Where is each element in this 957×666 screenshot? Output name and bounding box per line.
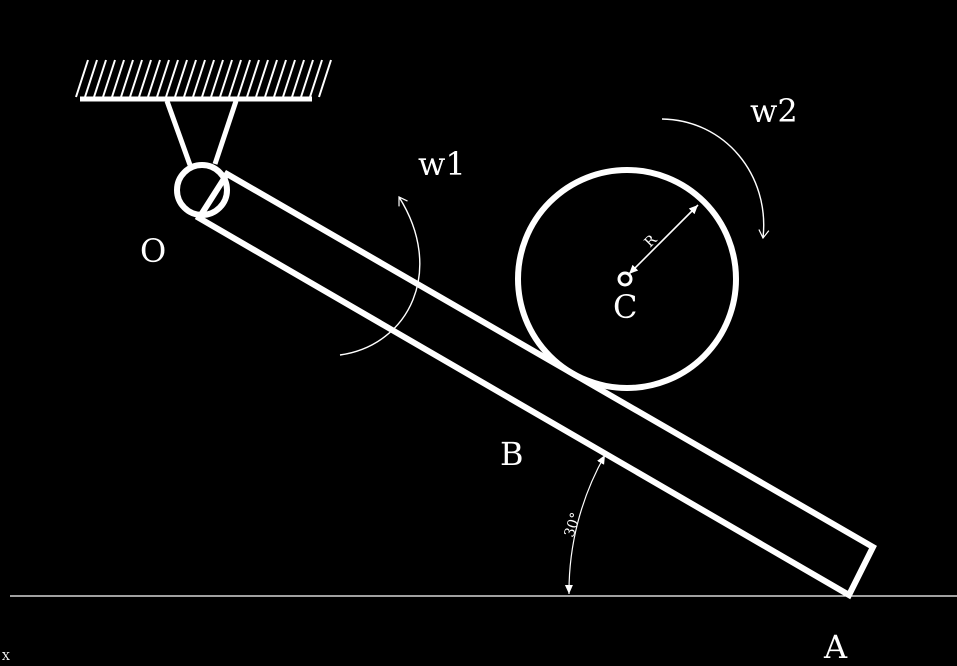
- hatch-line: [264, 59, 278, 98]
- hatch-line: [255, 59, 269, 98]
- label-omega1: w1: [418, 145, 466, 183]
- pin-bracket: [164, 100, 239, 166]
- omega2-arrow: [661, 118, 770, 240]
- hatch-line: [102, 59, 116, 98]
- rolling-disc: [515, 167, 739, 391]
- hatch-line: [129, 59, 143, 98]
- label-omega2: w2: [750, 92, 798, 130]
- disc-center-pin: [617, 271, 633, 287]
- hatch-line: [84, 59, 98, 98]
- label-center: C: [613, 288, 637, 326]
- hatch-line: [318, 59, 332, 98]
- hatch-line: [309, 59, 323, 98]
- angle-arc: [564, 454, 606, 595]
- hatch-line: [111, 59, 125, 98]
- hatch-line: [219, 59, 233, 98]
- hatch-line: [273, 59, 287, 98]
- hatch-line: [210, 59, 224, 98]
- hatch-line: [174, 59, 188, 98]
- hatch-line: [156, 59, 170, 98]
- hatch-line: [246, 59, 260, 98]
- radius-line: [628, 204, 699, 275]
- hatch-line: [201, 59, 215, 98]
- hatch-line: [120, 59, 134, 98]
- label-pivot: O: [140, 232, 166, 270]
- hatch-line: [165, 59, 179, 98]
- hatch-line: [228, 59, 242, 98]
- hatch-line: [93, 59, 107, 98]
- hatch-line: [147, 59, 161, 98]
- label-end: A: [823, 628, 848, 666]
- ceiling-support: [75, 59, 332, 102]
- hatch-line: [291, 59, 305, 98]
- ceiling-hatching: [75, 59, 332, 98]
- hatch-line: [282, 59, 296, 98]
- omega1-arrow: [339, 196, 421, 356]
- hatch-line: [237, 59, 251, 98]
- label-contact: B: [500, 435, 524, 473]
- hatch-line: [183, 59, 197, 98]
- inclined-bar: [194, 169, 877, 600]
- hatch-line: [192, 59, 206, 98]
- label-angle: 30°: [562, 511, 585, 540]
- corner-mark: X: [2, 650, 10, 663]
- label-radius: R: [642, 232, 661, 251]
- hatch-line: [300, 59, 314, 98]
- hatch-line: [75, 59, 89, 98]
- hatch-line: [138, 59, 152, 98]
